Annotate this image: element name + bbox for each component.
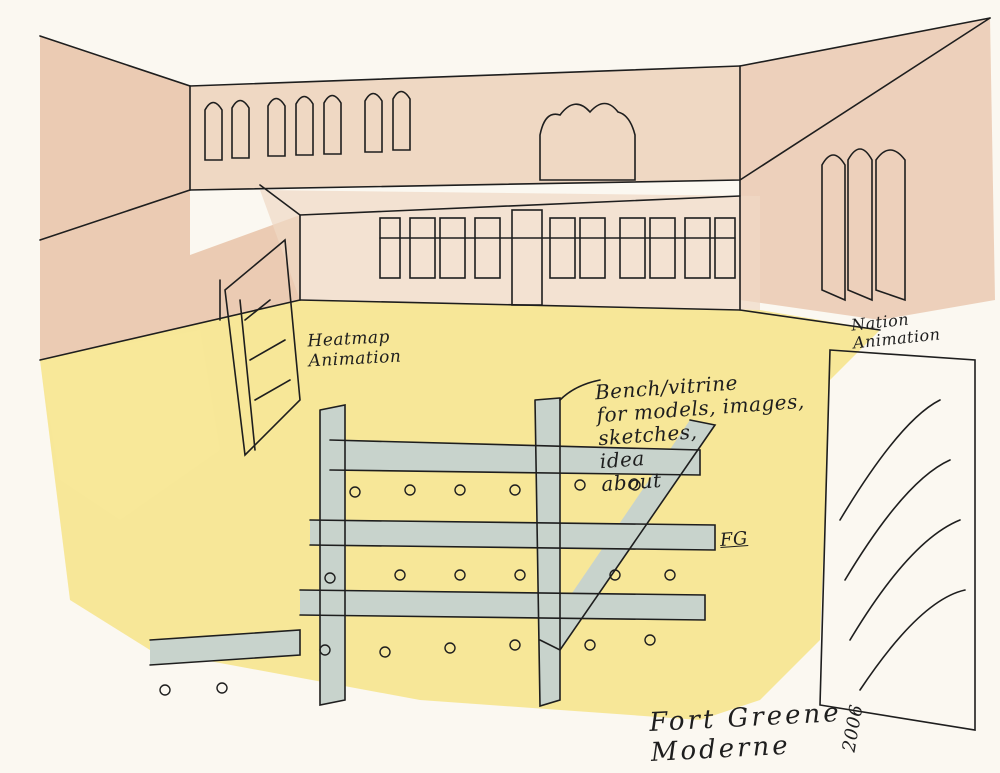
heatmap-animation-label: Heatmap Animation: [306, 327, 402, 371]
bench-vitrine-label: Bench/vitrine for models, images, sketch…: [594, 370, 806, 497]
fg-label: FG: [719, 528, 749, 551]
architecture-lines: [39, 17, 991, 731]
wall-wash: [40, 18, 995, 360]
bench-legs: [159, 479, 676, 696]
title-signature: Fort Greene Moderne: [648, 698, 843, 768]
bench-wash: [150, 398, 715, 706]
